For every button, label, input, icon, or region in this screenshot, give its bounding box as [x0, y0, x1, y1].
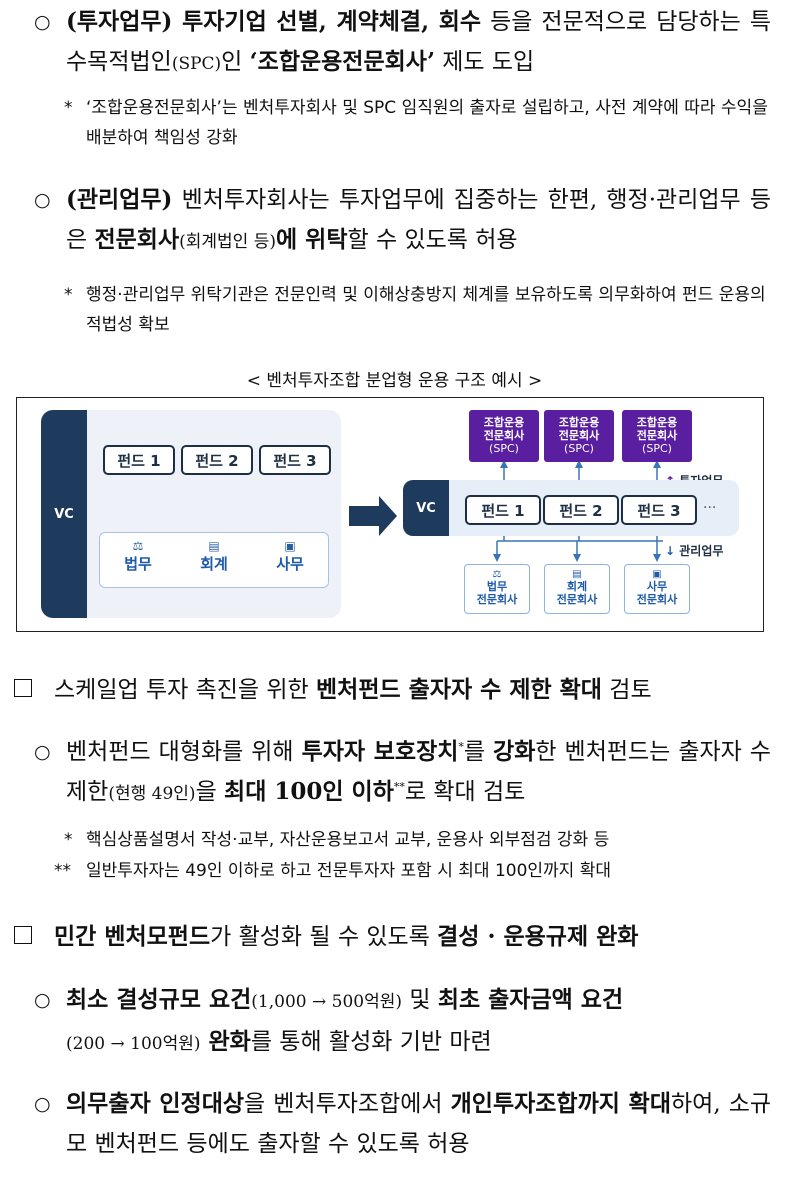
paragraph-management-work: ○ (관리업무) 벤처투자회사는 투자업무에 집중하는 한편, 행정·관리업무 … — [34, 180, 771, 262]
ledger-icon: ▤ — [208, 539, 220, 553]
fund-box-r3: 펀드 3 — [621, 495, 697, 525]
note-investor-count: ** 일반투자자는 49인 이하로 하고 전문투자자 포함 시 최대 100인까… — [54, 861, 611, 881]
ellipsis: ··· — [703, 500, 717, 516]
accounting-firm-box: ▤ 회계 전문회사 — [544, 564, 610, 614]
scale-icon: ⚖ — [492, 569, 502, 580]
fund-box-2: 펀드 2 — [181, 445, 253, 475]
circle-bullet-icon: ○ — [34, 189, 51, 211]
vc-label-left: VC — [41, 410, 87, 618]
note-management: * 행정·관리업무 위탁기관은 전문인력 및 이해상충방지 체계를 보유하도록 … — [64, 285, 766, 335]
circle-bullet-icon: ○ — [34, 11, 51, 33]
down-arrow-icon: ↓ — [665, 544, 676, 558]
vc-label-right: VC — [403, 480, 449, 536]
mgmt-work-label: ↓ 관리업무 — [665, 544, 724, 558]
circle-bullet-icon: ○ — [34, 741, 51, 763]
scale-icon: ⚖ — [132, 539, 144, 553]
structure-diagram: VC 펀드 1 펀드 2 펀드 3 ⚖ 법무 ▤ 회계 ▣ 사무 조합운용 전문… — [16, 397, 764, 632]
paragraph-requirement-ease: ○ 최소 결성규모 요건(1,000 → 500억원) 및 최초 출자금액 요건… — [34, 980, 771, 1064]
circle-bullet-icon: ○ — [34, 1093, 51, 1115]
briefcase-icon: ▣ — [652, 569, 662, 580]
fund-box-r1: 펀드 1 — [465, 495, 541, 525]
briefcase-icon: ▣ — [284, 539, 296, 553]
right-arrow-icon — [349, 496, 397, 536]
note-spc: * ‘조합운용전문회사’는 벤처투자회사 및 SPC 임직원의 출자로 설립하고… — [64, 98, 768, 148]
service-legal: ⚖ 법무 — [100, 539, 176, 574]
office-firm-box: ▣ 사무 전문회사 — [624, 564, 690, 614]
spc-box-3: 조합운용 전문회사 (SPC) — [622, 410, 692, 462]
diagram-caption: < 벤처투자조합 분업형 운용 구조 예시 > — [246, 371, 543, 391]
paragraph-mandatory-contribution: ○ 의무출자 인정대상을 벤처투자조합에서 개인투자조합까지 확대하여, 소규모… — [34, 1084, 771, 1164]
fund-box-r2: 펀드 2 — [543, 495, 619, 525]
note-protection: * 핵심상품설명서 작성·교부, 자산운용보고서 교부, 운용사 외부점검 강화… — [64, 830, 610, 850]
circle-bullet-icon: ○ — [34, 989, 51, 1011]
legal-firm-box: ⚖ 법무 전문회사 — [464, 564, 530, 614]
service-accounting: ▤ 회계 — [176, 539, 252, 574]
paragraph-investor-limit: ○ 벤처펀드 대형화를 위해 투자자 보호장치*를 강화한 벤처펀드는 출자자 … — [34, 732, 771, 814]
services-box: ⚖ 법무 ▤ 회계 ▣ 사무 — [99, 532, 329, 588]
fund-box-3: 펀드 3 — [259, 445, 331, 475]
fund-box-1: 펀드 1 — [103, 445, 175, 475]
spc-box-1: 조합운용 전문회사 (SPC) — [469, 410, 539, 462]
section-head-scaleup: 스케일업 투자 촉진을 위한 벤처펀드 출자자 수 제한 확대 검토 — [14, 670, 771, 710]
square-bullet-icon — [14, 679, 32, 697]
paragraph-investment-work: ○ (투자업무) 투자기업 선별, 계약체결, 회수 등을 전문적으로 담당하는… — [34, 2, 771, 84]
section-head-fund-of-funds: 민간 벤처모펀드가 활성화 될 수 있도록 결성 · 운용규제 완화 — [14, 917, 771, 957]
spc-box-2: 조합운용 전문회사 (SPC) — [544, 410, 614, 462]
ledger-icon: ▤ — [572, 569, 582, 580]
service-office: ▣ 사무 — [252, 539, 328, 574]
square-bullet-icon — [14, 926, 32, 944]
